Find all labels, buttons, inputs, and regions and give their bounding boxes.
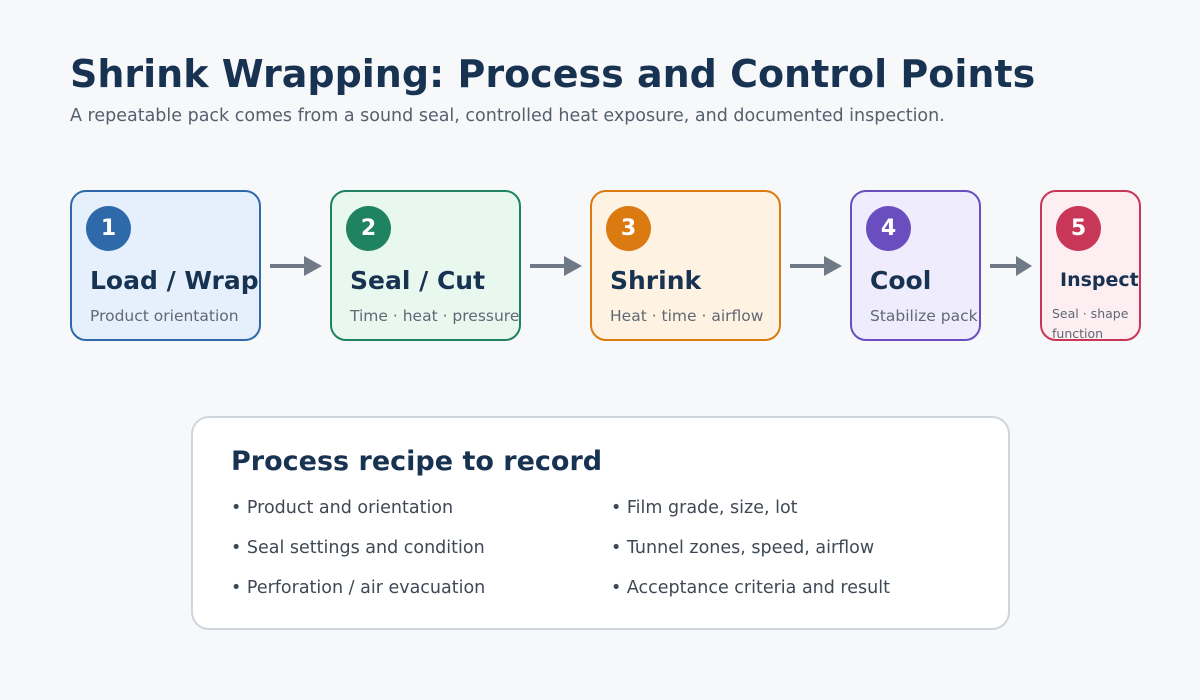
step-title: Shrink <box>610 266 702 295</box>
step-card-shrink: 3 Shrink Heat · time · airflow <box>590 190 781 341</box>
step-card-load-wrap: 1 Load / Wrap Product orientation <box>70 190 261 341</box>
step-subtitle: Time · heat · pressure <box>350 307 520 325</box>
recipe-left-column: • Product and orientation • Seal setting… <box>231 496 485 616</box>
step-title: Cool <box>870 266 932 295</box>
step-subtitle: Seal · shape function <box>1052 306 1129 341</box>
step-subtitle: Heat · time · airflow <box>610 307 764 325</box>
arrow-right-icon <box>270 256 322 276</box>
step-title: Seal / Cut <box>350 266 486 295</box>
step-card-inspect: 5 Inspect Seal · shape function <box>1040 190 1141 341</box>
step-number-badge: 5 <box>1056 206 1101 251</box>
recipe-item: • Product and orientation <box>231 498 454 518</box>
step-title: Load / Wrap <box>90 266 259 295</box>
step-subtitle: Product orientation <box>90 307 239 325</box>
arrow-right-icon <box>790 256 842 276</box>
recipe-panel: Process recipe to record • Product and o… <box>191 416 1010 630</box>
step-subtitle: Stabilize pack <box>870 307 978 325</box>
step-card-seal-cut: 2 Seal / Cut Time · heat · pressure <box>330 190 521 341</box>
recipe-item: • Seal settings and condition <box>231 538 485 558</box>
step-number-badge: 3 <box>606 206 651 251</box>
page-title: Shrink Wrapping: Process and Control Poi… <box>70 52 1036 96</box>
arrow-right-icon <box>530 256 582 276</box>
recipe-item: • Film grade, size, lot <box>611 498 798 518</box>
step-number-badge: 1 <box>86 206 131 251</box>
step-title: Inspect <box>1060 269 1139 291</box>
recipe-item: • Acceptance criteria and result <box>611 578 890 598</box>
recipe-title: Process recipe to record <box>231 446 603 477</box>
recipe-item: • Tunnel zones, speed, airflow <box>611 538 875 558</box>
step-card-cool: 4 Cool Stabilize pack <box>850 190 981 341</box>
recipe-item: • Perforation / air evacuation <box>231 578 486 598</box>
step-number-badge: 4 <box>866 206 911 251</box>
recipe-right-column: • Film grade, size, lot • Tunnel zones, … <box>611 496 890 616</box>
step-number-badge: 2 <box>346 206 391 251</box>
page-subtitle: A repeatable pack comes from a sound sea… <box>70 106 945 126</box>
arrow-right-icon <box>990 256 1032 276</box>
